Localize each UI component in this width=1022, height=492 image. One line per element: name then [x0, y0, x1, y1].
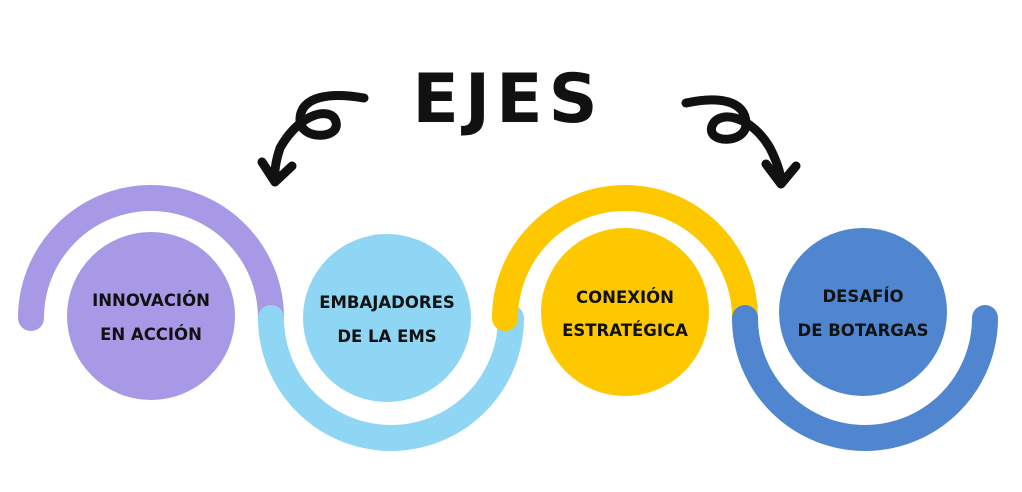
node-label-desafio-line1: DESAFÍO [822, 287, 903, 306]
node-label-innovacion-line2: EN ACCIÓN [100, 325, 202, 344]
arc-light-blue [258, 305, 524, 451]
node-label-desafio-line2: DE BOTARGAS [798, 321, 929, 340]
node-label-conexion-line2: ESTRATÉGICA [562, 321, 688, 340]
diagram-title: EJES [412, 60, 603, 139]
arc-yellow [492, 185, 758, 331]
node-label-conexion-line1: CONEXIÓN [576, 288, 674, 307]
node-label-embajadores-line2: DE LA EMS [337, 327, 436, 346]
curly-arrow-right-icon [681, 95, 801, 189]
arc-blue [732, 305, 998, 451]
node-circle-innovacion [67, 232, 235, 400]
node-circle-embajadores [303, 234, 471, 402]
node-label-embajadores-line1: EMBAJADORES [319, 293, 455, 312]
node-label-innovacion-line1: INNOVACIÓN [92, 291, 210, 310]
node-circle-desafio [779, 228, 947, 396]
curly-arrow-left-icon [257, 91, 369, 187]
node-circle-conexion [541, 228, 709, 396]
arc-purple [18, 185, 284, 331]
